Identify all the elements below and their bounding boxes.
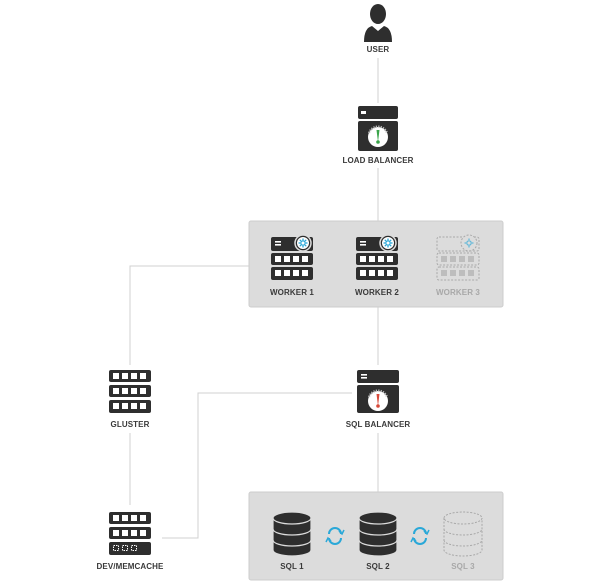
gear-icon [383, 238, 393, 248]
gear-icon [298, 238, 308, 248]
connector-lines [129, 58, 379, 539]
user-label: USER [366, 45, 390, 54]
worker2-label: WORKER 2 [355, 288, 399, 297]
memcache-server-icon [109, 512, 151, 555]
gluster-server-icon [109, 370, 151, 413]
load-balancer-label: LOAD BALANCER [342, 156, 414, 165]
worker1-server-icon [271, 234, 313, 280]
sql3-label: SQL 3 [451, 562, 475, 571]
sync-icon [325, 527, 345, 545]
worker3-server-icon [436, 234, 480, 281]
connector-memcache-sqlbalancer [162, 392, 352, 539]
dev-memcache-label: DEV/MEMCACHE [96, 562, 164, 571]
sql1-label: SQL 1 [280, 562, 304, 571]
sql2-database-icon [358, 511, 398, 557]
gluster-label: GLUSTER [110, 420, 150, 429]
worker3-label: WORKER 3 [436, 288, 480, 297]
load-balancer-icon [358, 106, 398, 151]
connector-workers-gluster [129, 265, 249, 365]
sql1-database-icon [272, 511, 312, 557]
sync-icon [410, 527, 430, 545]
sql2-label: SQL 2 [366, 562, 390, 571]
sql3-database-icon [443, 511, 483, 557]
gear-icon [464, 238, 474, 248]
worker1-label: WORKER 1 [270, 288, 314, 297]
user-icon [364, 4, 392, 42]
sql-balancer-label: SQL BALANCER [345, 420, 411, 429]
sql-balancer-icon [357, 370, 399, 413]
worker2-server-icon [356, 234, 398, 280]
